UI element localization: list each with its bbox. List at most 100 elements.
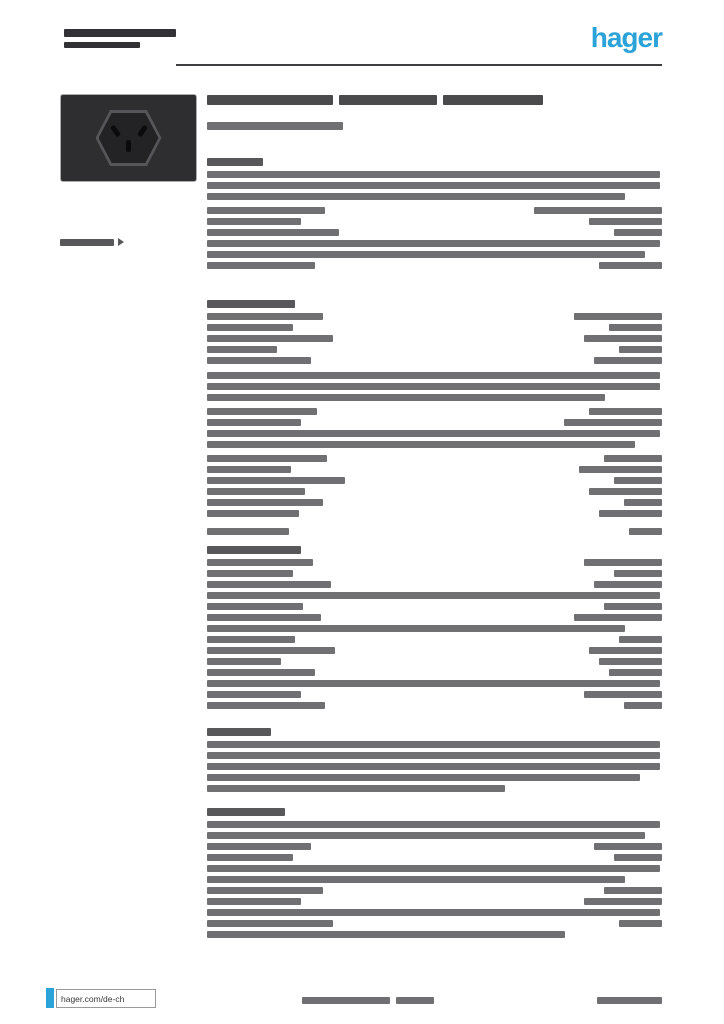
redacted-text-line bbox=[207, 455, 327, 462]
redacted-text-line bbox=[604, 887, 662, 894]
redacted-text-line bbox=[589, 408, 662, 415]
redacted-text-line bbox=[207, 821, 660, 828]
redacted-text-line bbox=[207, 488, 305, 495]
redacted-text-line bbox=[609, 324, 662, 331]
redacted-text-line bbox=[207, 570, 293, 577]
redacted-text-line bbox=[207, 658, 281, 665]
redacted-text-line bbox=[609, 669, 662, 676]
hager-logo: hager bbox=[590, 22, 663, 53]
redacted-text-line bbox=[207, 477, 345, 484]
redacted-text-line bbox=[624, 702, 662, 709]
redacted-text-line bbox=[599, 510, 662, 517]
redacted-text-line bbox=[629, 528, 662, 535]
redacted-text-line bbox=[619, 636, 662, 643]
redacted-text-line bbox=[564, 419, 662, 426]
redacted-text-line bbox=[597, 997, 662, 1004]
socket-recess-outline bbox=[95, 110, 162, 166]
redacted-text-line bbox=[589, 488, 662, 495]
redacted-text-line bbox=[207, 669, 315, 676]
redacted-text-line bbox=[60, 239, 114, 246]
redacted-text-line bbox=[207, 313, 323, 320]
caption-arrow-icon bbox=[118, 238, 124, 246]
redacted-text-line bbox=[594, 843, 662, 850]
redacted-text-line bbox=[207, 614, 321, 621]
redacted-text-line bbox=[614, 570, 662, 577]
socket-pin-hole-earth bbox=[125, 140, 131, 152]
redacted-text-line bbox=[207, 394, 605, 401]
socket-pin-hole-right bbox=[136, 124, 148, 138]
product-image bbox=[60, 94, 197, 182]
redacted-text-line bbox=[584, 691, 662, 698]
redacted-text-line bbox=[207, 581, 331, 588]
redacted-text-line bbox=[207, 528, 289, 535]
redacted-text-line bbox=[207, 843, 311, 850]
redacted-text-line bbox=[207, 466, 291, 473]
redacted-text-line bbox=[207, 931, 565, 938]
redacted-text-line bbox=[207, 680, 660, 687]
redacted-text-line bbox=[207, 171, 660, 178]
redacted-text-line bbox=[614, 229, 662, 236]
redacted-text-line bbox=[207, 218, 301, 225]
redacted-text-line bbox=[604, 455, 662, 462]
redacted-text-line bbox=[207, 335, 333, 342]
redacted-text-line bbox=[594, 581, 662, 588]
redacted-text-line bbox=[574, 313, 662, 320]
redacted-text-line bbox=[207, 763, 660, 770]
redacted-text-line bbox=[207, 193, 625, 200]
footer-brand-mark bbox=[46, 988, 54, 1008]
header-rule bbox=[176, 64, 662, 66]
redacted-text-line bbox=[207, 158, 263, 166]
redacted-text-line bbox=[207, 357, 311, 364]
redacted-text-line bbox=[584, 898, 662, 905]
redacted-text-line bbox=[207, 419, 301, 426]
redacted-text-line bbox=[624, 499, 662, 506]
redacted-text-line bbox=[534, 207, 662, 214]
redacted-text-line bbox=[207, 785, 505, 792]
footer-website-text: hager.com/de-ch bbox=[61, 993, 125, 1004]
redacted-text-line bbox=[207, 625, 625, 632]
redacted-text-line bbox=[207, 752, 660, 759]
redacted-text-line bbox=[207, 636, 295, 643]
redacted-text-line bbox=[207, 832, 645, 839]
redacted-text-line bbox=[207, 372, 660, 379]
redacted-text-line bbox=[207, 430, 660, 437]
redacted-text-line bbox=[207, 909, 660, 916]
redacted-text-line bbox=[619, 346, 662, 353]
redacted-text-line bbox=[207, 702, 325, 709]
redacted-text-line bbox=[207, 229, 339, 236]
redacted-text-line bbox=[207, 122, 343, 130]
redacted-text-line bbox=[207, 920, 333, 927]
redacted-text-line bbox=[589, 218, 662, 225]
redacted-text-line bbox=[207, 592, 660, 599]
redacted-text-line bbox=[207, 262, 315, 269]
redacted-text-line bbox=[64, 42, 140, 48]
redacted-text-line bbox=[604, 603, 662, 610]
footer-website-link[interactable]: hager.com/de-ch bbox=[56, 989, 156, 1008]
redacted-text-line bbox=[589, 647, 662, 654]
redacted-text-line bbox=[207, 887, 323, 894]
redacted-text-line bbox=[207, 741, 660, 748]
redacted-text-line bbox=[396, 997, 434, 1004]
redacted-text-line bbox=[302, 997, 390, 1004]
redacted-text-line bbox=[207, 324, 293, 331]
redacted-text-line bbox=[207, 854, 293, 861]
redacted-text-line bbox=[207, 559, 313, 566]
redacted-text-line bbox=[207, 647, 335, 654]
redacted-text-line bbox=[579, 466, 662, 473]
socket-recess bbox=[98, 113, 159, 163]
redacted-text-line bbox=[619, 920, 662, 927]
redacted-text-line bbox=[207, 898, 301, 905]
redacted-text-line bbox=[339, 95, 437, 105]
redacted-text-line bbox=[207, 251, 645, 258]
redacted-text-line bbox=[207, 691, 301, 698]
redacted-text-line bbox=[207, 546, 301, 554]
redacted-text-line bbox=[207, 865, 660, 872]
redacted-text-line bbox=[584, 335, 662, 342]
redacted-text-line bbox=[207, 408, 317, 415]
redacted-text-line bbox=[574, 614, 662, 621]
redacted-text-line bbox=[443, 95, 543, 105]
redacted-text-line bbox=[207, 510, 299, 517]
redacted-text-line bbox=[207, 603, 303, 610]
redacted-text-line bbox=[614, 477, 662, 484]
